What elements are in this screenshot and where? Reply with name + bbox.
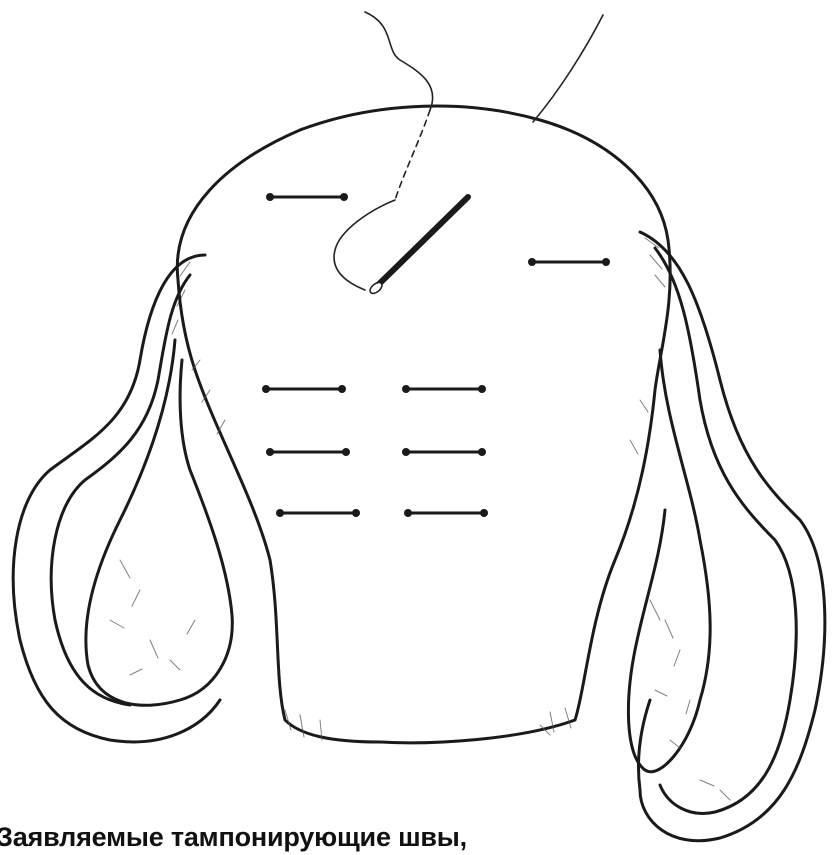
suture-needle-icon <box>368 15 603 296</box>
suture-stitch <box>404 509 488 517</box>
suture-stitch <box>266 193 348 201</box>
suture-stitch <box>276 509 360 517</box>
right-adnexa <box>628 232 824 841</box>
suture-stitch <box>528 258 610 266</box>
figure-caption: Заявляемые тампонирующие швы, <box>0 822 467 853</box>
left-adnexa <box>13 255 232 742</box>
suture-stitch <box>266 448 350 456</box>
uterus-body <box>177 106 670 743</box>
suture-stitch <box>402 448 486 456</box>
suture-stitch <box>262 385 346 393</box>
suture-stitches <box>262 193 610 517</box>
suture-stitch <box>402 385 486 393</box>
